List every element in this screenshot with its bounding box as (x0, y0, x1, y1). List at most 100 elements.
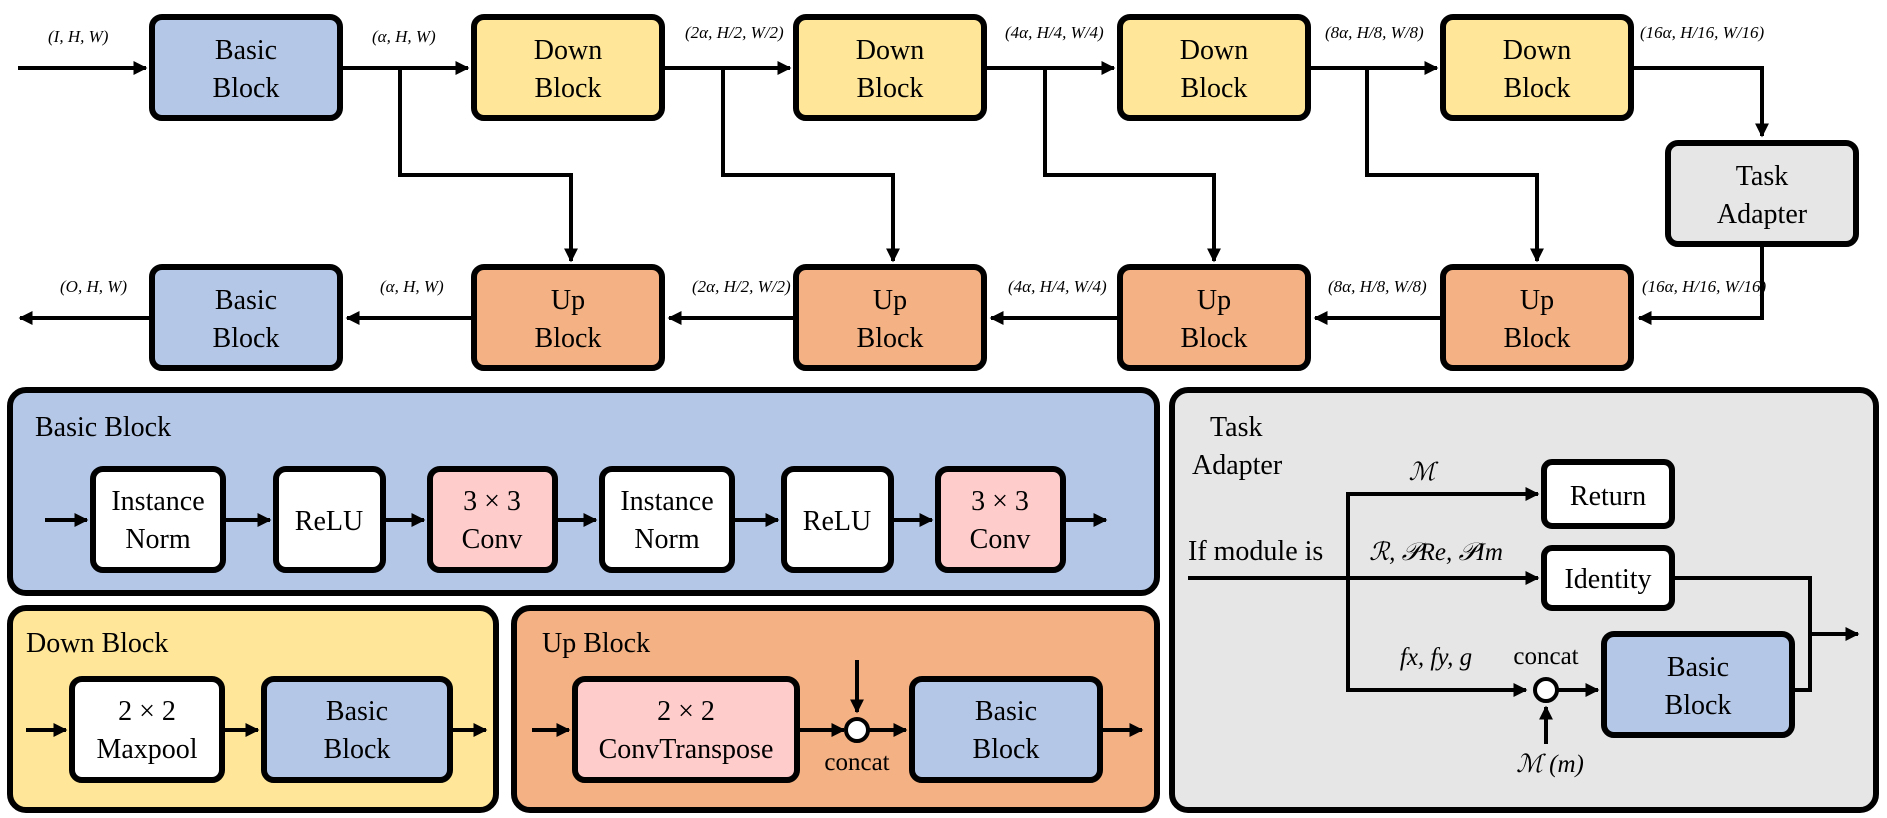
bb-conv-2: 3 × 3 Conv (935, 466, 1066, 573)
svg-text:Block: Block (535, 323, 602, 354)
svg-text:Basic: Basic (975, 696, 1037, 727)
svg-text:2 × 2: 2 × 2 (657, 696, 715, 727)
up-block-2: Up Block (793, 264, 987, 371)
bb-conv-1: 3 × 3 Conv (427, 466, 558, 573)
svg-text:Task: Task (1736, 161, 1788, 192)
down-block-2: Down Block (793, 14, 987, 121)
down-block-panel: Down Block 2 × 2 Maxpool Basic Block (7, 605, 499, 813)
svg-text:Up: Up (1520, 285, 1554, 316)
svg-text:Basic: Basic (326, 696, 388, 727)
db-basic-block: Basic Block (261, 676, 453, 783)
down-block-4: Down Block (1440, 14, 1634, 121)
svg-text:Identity: Identity (1564, 564, 1651, 595)
up-block-4: Up Block (1440, 264, 1634, 371)
bb-instance-norm-1: Instance Norm (90, 466, 226, 573)
ub-basic-block: Basic Block (909, 676, 1103, 783)
from-adapter-arrow (1637, 247, 1764, 325)
up-block-1: Up Block (471, 264, 665, 371)
branch-m-label: ℳ (1409, 459, 1439, 486)
down-block-1: Down Block (471, 14, 665, 121)
dec-dim-2: (2α, H/2, W/2) (692, 277, 791, 296)
svg-text:ReLU: ReLU (803, 506, 871, 537)
up-panel-title: Up Block (542, 628, 650, 659)
svg-text:Block: Block (857, 73, 924, 104)
svg-text:Norm: Norm (125, 524, 191, 555)
return-block: Return (1541, 459, 1675, 529)
enc-dim-3: (4α, H/4, W/4) (1005, 23, 1104, 42)
svg-text:Block: Block (213, 73, 280, 104)
svg-text:Maxpool: Maxpool (96, 734, 197, 765)
svg-text:Down: Down (1503, 35, 1571, 66)
adapter-if-label: If module is (1188, 536, 1323, 567)
svg-text:Basic: Basic (215, 285, 277, 316)
basic-panel-title: Basic Block (35, 412, 171, 443)
ta-concat-label: concat (1513, 643, 1578, 670)
svg-text:Up: Up (873, 285, 907, 316)
down-panel-title: Down Block (26, 628, 168, 659)
dec-dim-3: (4α, H/4, W/4) (1008, 277, 1107, 296)
svg-text:Norm: Norm (634, 524, 700, 555)
svg-text:Down: Down (1180, 35, 1248, 66)
svg-text:Block: Block (1181, 73, 1248, 104)
up-block-panel: Up Block 2 × 2 ConvTranspose concat Basi… (511, 605, 1160, 813)
svg-text:Instance: Instance (111, 486, 204, 517)
svg-text:Block: Block (213, 323, 280, 354)
enc-dim-4: (8α, H/8, W/8) (1325, 23, 1424, 42)
enc-dim-5: (16α, H/16, W/16) (1640, 23, 1764, 42)
svg-text:Basic: Basic (1667, 652, 1729, 683)
svg-text:Block: Block (535, 73, 602, 104)
adapter-panel-title-2: Adapter (1192, 450, 1283, 481)
skip-3 (1043, 68, 1221, 263)
svg-text:Block: Block (324, 734, 391, 765)
input-dims: (I, H, W) (48, 27, 109, 46)
svg-text:2 × 2: 2 × 2 (118, 696, 176, 727)
svg-text:ReLU: ReLU (295, 506, 363, 537)
branch-r-label: ℛ, 𝒫Re, 𝒫Im (1369, 539, 1503, 566)
adapter-panel-title-1: Task (1210, 412, 1262, 443)
svg-text:3 × 3: 3 × 3 (971, 486, 1029, 517)
skip-2 (721, 68, 900, 263)
svg-text:Basic: Basic (215, 35, 277, 66)
mask-label: ℳ (m) (1516, 751, 1584, 778)
bb-instance-norm-2: Instance Norm (599, 466, 735, 573)
branch-f-label: fx, fy, g (1400, 644, 1472, 671)
svg-text:Up: Up (1197, 285, 1231, 316)
to-adapter-arrow (1634, 66, 1769, 138)
up-block-3: Up Block (1117, 264, 1311, 371)
svg-text:Instance: Instance (620, 486, 713, 517)
ub-concat-label: concat (824, 749, 889, 776)
dec-dim-4: (8α, H/8, W/8) (1328, 277, 1427, 296)
dec-dim-1: (α, H, W) (380, 277, 444, 296)
svg-text:3 × 3: 3 × 3 (463, 486, 521, 517)
task-adapter-block: Task Adapter (1665, 140, 1859, 247)
ub-convtranspose: 2 × 2 ConvTranspose (572, 676, 800, 783)
svg-text:Block: Block (1181, 323, 1248, 354)
svg-text:Up: Up (551, 285, 585, 316)
svg-text:Down: Down (534, 35, 602, 66)
svg-text:Block: Block (1665, 690, 1732, 721)
svg-text:Block: Block (1504, 73, 1571, 104)
svg-text:Down: Down (856, 35, 924, 66)
skip-4 (1365, 68, 1544, 263)
output-dims: (O, H, W) (60, 277, 127, 296)
svg-text:Block: Block (857, 323, 924, 354)
dec-dim-5: (16α, H/16, W/16) (1642, 277, 1766, 296)
basic-block-panel: Basic Block Instance Norm ReLU 3 × 3 Con… (7, 387, 1160, 596)
svg-text:Conv: Conv (462, 524, 523, 555)
svg-text:Adapter: Adapter (1717, 199, 1808, 230)
svg-text:ConvTranspose: ConvTranspose (599, 734, 774, 765)
enc-dim-1: (α, H, W) (372, 27, 436, 46)
down-block-3: Down Block (1117, 14, 1311, 121)
encoder-basic-block: Basic Block (149, 14, 343, 121)
bb-relu-1: ReLU (273, 466, 386, 573)
identity-block: Identity (1541, 545, 1675, 611)
svg-text:Block: Block (1504, 323, 1571, 354)
skip-1 (398, 68, 578, 263)
task-adapter-panel: Task Adapter If module is ℳ ℛ, 𝒫Re, 𝒫Im … (1169, 387, 1879, 813)
bb-relu-2: ReLU (781, 466, 894, 573)
db-maxpool: 2 × 2 Maxpool (69, 676, 225, 783)
decoder-basic-block: Basic Block (149, 264, 343, 371)
svg-text:Conv: Conv (970, 524, 1031, 555)
ta-concat-node (1533, 677, 1559, 703)
